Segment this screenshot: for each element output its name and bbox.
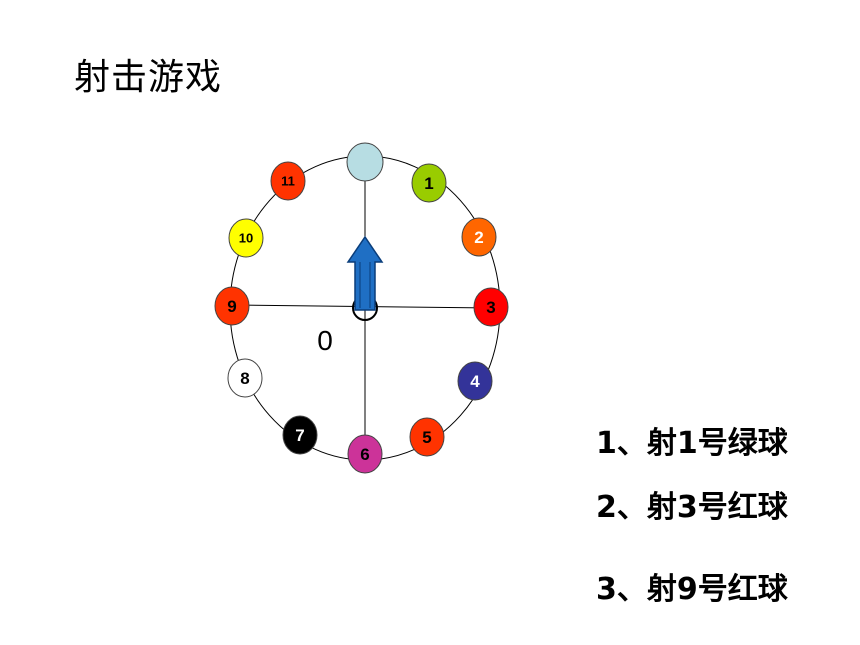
ball-5: 5 <box>409 417 445 457</box>
ball-6: 6 <box>347 434 383 474</box>
ball-number-label: 3 <box>486 298 495 317</box>
task-item-3: 3、射9号红球 <box>596 572 788 607</box>
ball-shape <box>473 287 509 327</box>
slide-title: 射击游戏 <box>74 57 223 98</box>
ball-shape <box>411 163 447 203</box>
ball-number-label: 1 <box>424 174 433 193</box>
ball-number-label: 6 <box>360 445 369 464</box>
ball-number-label: 8 <box>240 369 249 388</box>
ball-number-label: 5 <box>422 428 431 447</box>
origin-label: 0 <box>317 325 333 356</box>
balls-layer: 1 2 3 4 5 6 7 8 9 10 11 <box>214 142 509 474</box>
ball-shape <box>347 434 383 474</box>
ball-number-label: 10 <box>239 231 253 246</box>
ball-7: 7 <box>282 415 318 455</box>
ball-number-label: 4 <box>470 372 480 391</box>
task-item-2: 2、射3号红球 <box>596 490 788 525</box>
ball-number-label: 9 <box>227 297 236 316</box>
ball-number-label: 7 <box>295 426 304 445</box>
ball-shape <box>282 415 318 455</box>
ball-11: 11 <box>270 161 306 201</box>
ball-shape <box>228 218 264 258</box>
shooter-arrow-icon <box>346 235 384 311</box>
ball-shape <box>227 358 263 398</box>
ball-shape <box>457 361 493 401</box>
ball-1: 1 <box>411 163 447 203</box>
ball-shape <box>214 286 250 326</box>
ball-shape <box>346 142 384 182</box>
ball-2: 2 <box>461 217 497 257</box>
ball-8: 8 <box>227 358 263 398</box>
task-item-1: 1、射1号绿球 <box>596 426 788 461</box>
ball-number-label: 2 <box>474 228 483 247</box>
ball-shape <box>270 161 306 201</box>
ball-top <box>346 142 384 182</box>
ball-10: 10 <box>228 218 264 258</box>
ball-shape <box>409 417 445 457</box>
ball-3: 3 <box>473 287 509 327</box>
ball-4: 4 <box>457 361 493 401</box>
ball-number-label: 11 <box>281 174 295 189</box>
ball-shape <box>461 217 497 257</box>
ball-9: 9 <box>214 286 250 326</box>
